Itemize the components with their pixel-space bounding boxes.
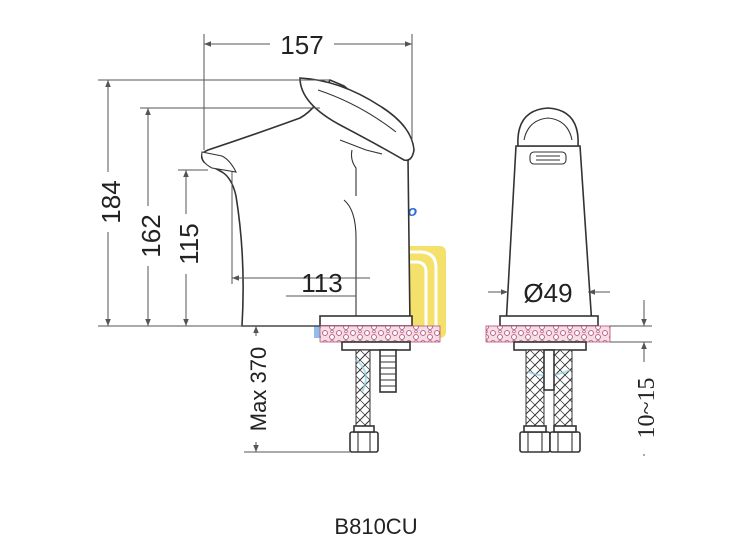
base-ring-side (319, 315, 413, 327)
dimension-counter-10-15: 10~15 (634, 378, 660, 439)
dimension-height-162: 162 (136, 214, 166, 257)
spout-outlet (201, 151, 237, 173)
side-view (200, 77, 441, 453)
mounting-plate-front (513, 341, 587, 351)
front-view (485, 107, 611, 453)
braided-hose-left (525, 349, 545, 431)
dimension-max-370: Max 370 (246, 347, 271, 431)
braided-hose-right (553, 349, 573, 431)
threaded-shank (379, 349, 397, 393)
dimension-width-157: 157 (280, 30, 323, 60)
hose-nut-side (349, 431, 379, 453)
side-dimensions: 157 184 162 115 113 Max 370 (94, 30, 413, 453)
hose-nut-right (549, 431, 581, 453)
lever-handle (299, 77, 415, 162)
dimension-reach-113: 113 (301, 268, 342, 298)
model-label: B810CU (334, 514, 417, 539)
dimension-height-184: 184 (96, 180, 126, 223)
hose-nut-left (519, 431, 551, 453)
mounting-plate (341, 341, 411, 351)
countertop-front (485, 325, 611, 343)
front-dimensions: Ø49 10~15 (488, 278, 660, 456)
aerator-front (529, 151, 567, 165)
base-ring-front (499, 315, 599, 327)
dimension-diameter-49: Ø49 (523, 278, 572, 308)
dimension-height-115: 115 (174, 223, 204, 264)
countertop-side (319, 325, 441, 343)
